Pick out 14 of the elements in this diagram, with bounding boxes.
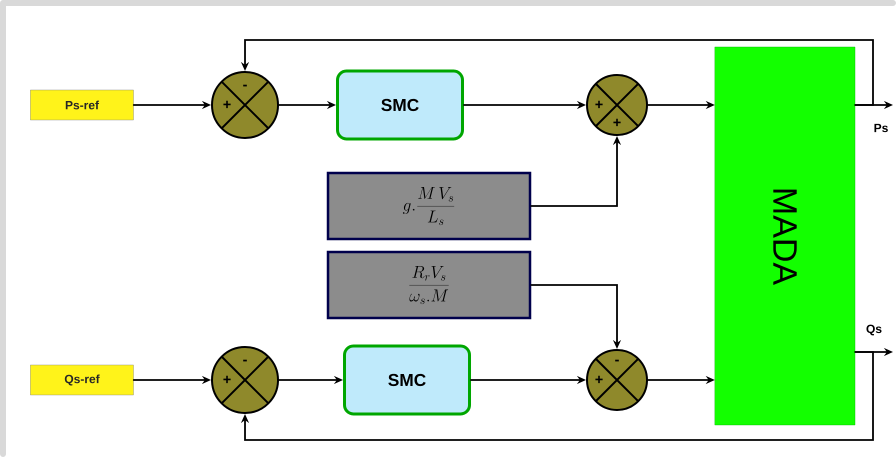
controller-box: SMC [343,344,471,416]
summing-junction: - + [586,349,648,411]
machine-block: MADA [714,46,856,426]
edge-label: Qs [865,324,883,336]
summing-junction: - + [211,71,279,139]
input-box: Ps-ref [30,90,134,120]
controller-box: SMC [336,70,464,140]
summing-junction: + + [586,74,648,136]
input-box: Qs-ref [30,364,134,396]
gain-box: $\frac{R_r V_s}{\omega_s .M}$ [326,250,532,320]
arrow [240,351,874,441]
gain-box: $g.\frac{M\,V_s}{L_s}$ [326,172,532,240]
edge-label: Ps [872,122,890,134]
summing-junction: - + [211,346,279,414]
